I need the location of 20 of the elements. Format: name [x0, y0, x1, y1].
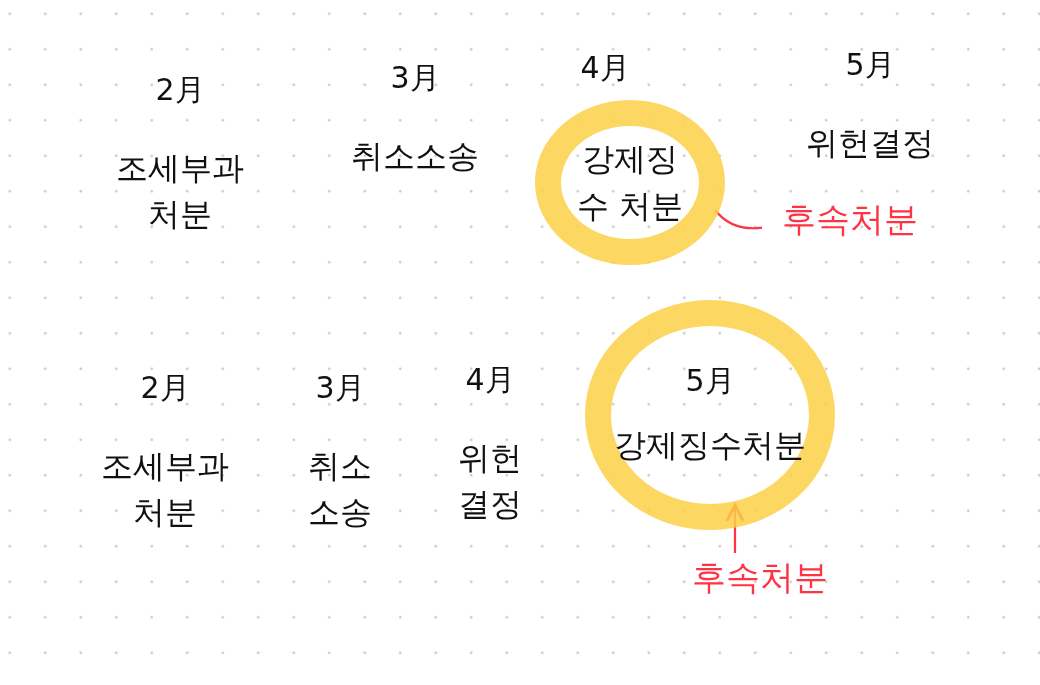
- month-label: 2月: [140, 369, 190, 407]
- month-label: 2月: [155, 71, 205, 109]
- month-label: 3月: [315, 369, 365, 407]
- event-text: 취소 소송: [307, 446, 373, 534]
- event-text: 조세부과 처분: [100, 446, 230, 534]
- month-label: 4月: [465, 361, 515, 399]
- month-label: 3月: [390, 59, 440, 97]
- month-label: 5月: [685, 362, 735, 401]
- month-label: 5月: [845, 46, 895, 84]
- event-text: 취소소송: [351, 136, 479, 177]
- event-text: 조세부과 처분: [115, 148, 245, 236]
- highlight-circle: [585, 300, 835, 530]
- month-label: 4月: [579, 49, 631, 87]
- event-text: 위헌결정: [806, 123, 934, 164]
- event-text: 강제징수 처분: [575, 139, 685, 227]
- event-text: 위헌 결정: [457, 438, 523, 526]
- annotation-text: 후속처분: [782, 198, 918, 241]
- event-text: 강제징수처분: [614, 425, 806, 467]
- highlight-circle: [535, 100, 725, 265]
- annotation-text: 후속처분: [692, 556, 828, 599]
